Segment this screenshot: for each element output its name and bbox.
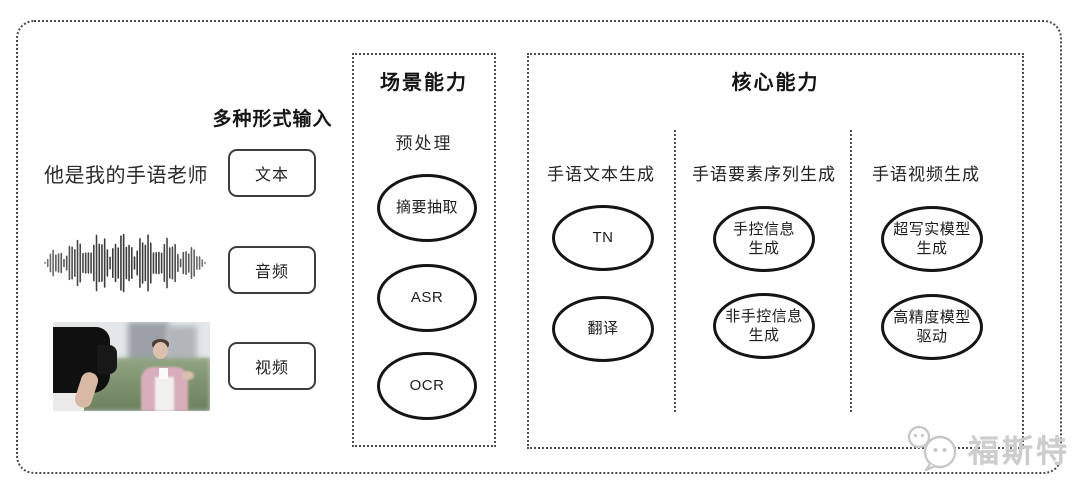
input-type-box-video: 视频 [228,342,316,390]
watermark-text: 福斯特 [968,433,1070,469]
input-type-label: 音频 [254,264,289,281]
core-box-title: 核心能力 [731,72,820,94]
chat-bubbles-icon [907,425,957,472]
scene-capability-box: 场景能力 预处理 摘要抽取 ASR OCR [352,53,496,447]
audio-waveform-image [44,233,206,293]
column-label-video-generation: 手语视频生成 [872,165,980,184]
scene-box-title: 场景能力 [380,72,468,94]
video-frame-photo [53,322,210,411]
node-ocr: OCR [377,352,477,420]
node-translation: 翻译 [552,296,654,362]
input-type-label: 视频 [254,360,289,377]
photo-reporter-face [152,341,168,359]
node-tn: TN [552,205,654,271]
column-label-text-generation: 手语文本生成 [547,165,655,184]
photo-reporter-hand [181,370,194,380]
core-capability-box: 核心能力 手语文本生成 手语要素序列生成 手语视频生成 TN 翻译 手控信息 生… [527,53,1024,449]
node-manual-info-generation: 手控信息 生成 [713,206,815,272]
column-divider [674,130,676,412]
node-summary-extraction: 摘要抽取 [377,174,477,242]
node-asr: ASR [377,264,477,332]
node-non-manual-info-generation: 非手控信息 生成 [713,293,815,359]
photo-reporter-shirt [155,377,174,411]
input-type-box-audio: 音频 [228,246,316,294]
preprocess-label: 预处理 [395,134,453,153]
watermark: 福斯特 [902,424,1070,472]
column-label-element-sequence-generation: 手语要素序列生成 [692,165,836,184]
input-type-label: 文本 [254,167,289,184]
node-hyperreal-model-generation: 超写实模型 生成 [881,206,983,272]
photo-microphone [158,368,168,380]
input-section-title: 多种形式输入 [212,109,333,130]
input-type-box-text: 文本 [228,149,316,197]
outer-dotted-frame [16,20,1062,474]
sample-sentence: 他是我的手语老师 [44,165,208,187]
column-divider [850,130,852,412]
node-high-precision-model-driving: 高精度模型 驱动 [881,294,983,360]
photo-camera-lens [96,345,118,374]
